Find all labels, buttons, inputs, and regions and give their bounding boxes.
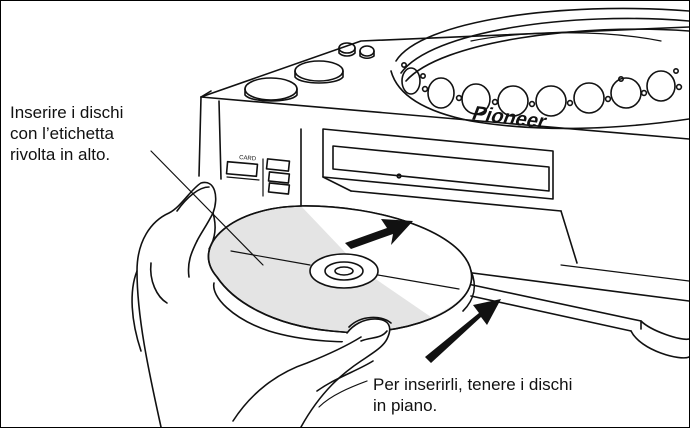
leader-line: [150, 150, 264, 266]
jog-wheel-holes: [400, 61, 683, 117]
card-slot-label: CARD: [239, 155, 257, 163]
card-slot: [225, 158, 291, 197]
right-hand: [232, 316, 392, 427]
insert-disc-label: Inserire i dischi con l’etichetta rivolt…: [10, 103, 124, 164]
insert-arrow-lower: [425, 299, 501, 363]
compact-disc: [207, 205, 476, 343]
jog-wheel: [390, 7, 689, 130]
hold-flat-label: Per inserirli, tenere i dischi in piano.: [373, 375, 573, 415]
leader-line-lower: [318, 380, 368, 408]
top-buttons: [244, 42, 375, 102]
left-hand: [131, 181, 217, 427]
insert-arrow-upper: [345, 219, 413, 249]
